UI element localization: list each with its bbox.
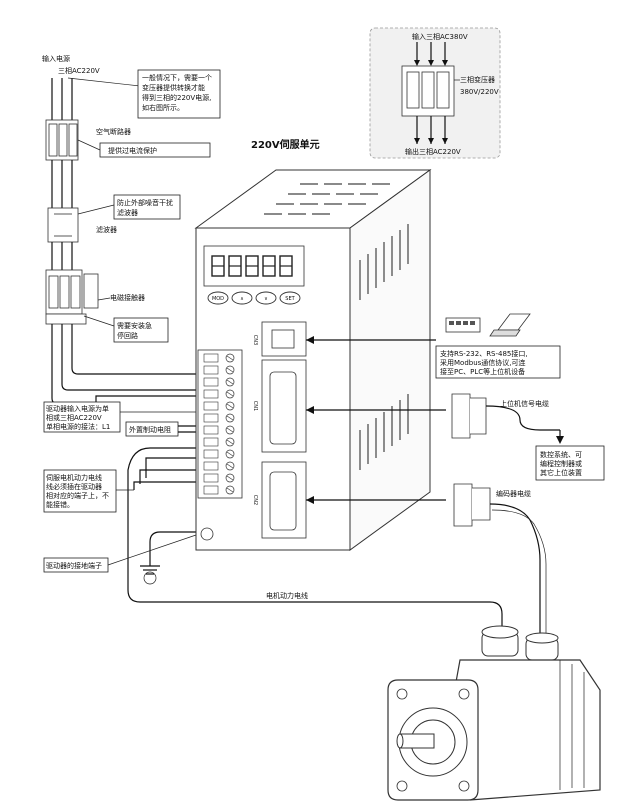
controller-3: 其它上位装置 [540, 468, 582, 477]
host-signal-section: 上位机信号电缆 数控系统、可 编程控制器或 其它上位装置 [306, 393, 605, 481]
transformer-note-box [137, 69, 221, 119]
controller-1: 数控系统、可 [540, 450, 582, 459]
display-digit [262, 255, 276, 277]
transformer-note-2: 变压器提供转换才能 [142, 83, 205, 92]
breaker-label: 空气断路器 [96, 127, 131, 136]
terminal-screw [203, 413, 235, 423]
noise-filter: 防止外部噪音干扰 滤波器 滤波器 [47, 194, 181, 243]
terminal-screw [203, 353, 235, 363]
noise-filter-note-1: 防止外部噪音干扰 [117, 198, 173, 207]
display-digit [211, 255, 225, 277]
motor-power-cable-label: 电机动力电线 [266, 591, 308, 600]
transformer-label-1: 三相变压器 [460, 75, 495, 84]
encoder-connector-icon [453, 483, 473, 527]
encoder-section: 编码器电缆 [306, 483, 547, 636]
driver-input-2: 相或三相AC220V [46, 413, 102, 422]
terminal-screw [203, 449, 235, 459]
power-input-section: 输入电源 三相AC220V 一般情况下，需要一个 变压器提供转换才能 得到三相的… [42, 54, 221, 120]
display-digit [279, 255, 293, 277]
terminal-screw [203, 485, 235, 495]
display-digit [245, 255, 259, 277]
magnetic-contactor: 电磁接触器 需要安装急 停回路 [45, 269, 169, 343]
overcurrent-label: 提供过电流保护 [108, 146, 157, 155]
panel-button-label: SET [285, 296, 295, 302]
terminal-screw [203, 377, 235, 387]
terminal-screw [203, 401, 235, 411]
power-input-line2: 三相AC220V [58, 66, 100, 75]
motor-power-note-2: 线必须插在驱动器 [46, 482, 102, 491]
ext-resistor-label: 外置制动电阻 [129, 425, 171, 434]
transformer-note-1: 一般情况下，需要一个 [142, 73, 212, 82]
ground-label: 驱动器的接地端子 [46, 561, 102, 570]
host-comm-section: 支持RS-232、RS-485接口, 采用Modbus通信协议,可连 接至PC、… [306, 313, 561, 379]
motor-power-note-1: 伺服电机动力电线 [46, 473, 102, 482]
contactor-label: 电磁接触器 [110, 293, 145, 302]
transformer-label-2: 380V/220V [460, 88, 499, 96]
air-breaker: 空气断路器 提供过电流保护 [45, 119, 211, 161]
terminal-screw [203, 365, 235, 375]
servo-motor [387, 625, 601, 801]
power-input-line1: 输入电源 [42, 54, 70, 63]
ground-section: 驱动器的接地端子 [43, 531, 200, 585]
terminal-screw [203, 425, 235, 435]
port-label: CN2 [252, 495, 258, 505]
transformer-output-label: 输出三相AC220V [405, 147, 461, 156]
controller-2: 编程控制器或 [540, 459, 582, 468]
panel-button[interactable]: SET [279, 291, 301, 305]
diagram-title: 220V伺服单元 [251, 138, 320, 151]
noise-filter-note-2: 滤波器 [117, 208, 138, 217]
panel-button[interactable]: MOD [207, 291, 229, 305]
transformer-note-4: 如右图所示。 [142, 103, 184, 112]
encoder-cable-label: 编码器电缆 [496, 489, 531, 498]
terminal-screw [203, 461, 235, 471]
panel-buttons: MOD ∧ ∨ SET [207, 291, 301, 305]
terminal-screw [203, 473, 235, 483]
transformer-note-3: 得到三相的220V电源, [142, 93, 211, 102]
host-comm-3: 接至PC、PLC等上位机设备 [440, 367, 525, 376]
port-label: CN3 [252, 335, 258, 345]
motor-power-note-4: 能接错。 [46, 500, 74, 509]
external-resistor: 外置制动电阻 [125, 421, 196, 437]
terminal-screw [203, 437, 235, 447]
transformer-input-label: 输入三相AC380V [412, 32, 468, 41]
display-digits [211, 255, 293, 277]
panel-button-label: ∨ [264, 296, 268, 302]
contactor-note-1: 需要安装急 [117, 321, 152, 330]
motor-power-note-3: 相对应的端子上，不 [46, 491, 109, 500]
motor-power-note: 伺服电机动力电线 线必须插在驱动器 相对应的端子上，不 能接错。 [43, 469, 134, 513]
port-label: CN1 [252, 401, 258, 411]
panel-button-label: ∧ [240, 296, 244, 302]
laptop-icon [497, 313, 531, 331]
driver-input-3: 单相电源的接法：L1 [46, 422, 110, 431]
driver-input-note: 驱动器输入电源为单 相或三相AC220V 单相电源的接法：L1 [43, 401, 196, 433]
terminal-screw [203, 389, 235, 399]
panel-button[interactable]: ∧ [231, 291, 253, 305]
contactor-note-2: 停回路 [117, 331, 138, 340]
transformer-inset: 输入三相AC380V 三相变压器 380V/220V 输出三相AC220V [369, 27, 501, 159]
ground-screw [200, 527, 214, 541]
dsub-connector-icon [451, 393, 471, 439]
host-comm-1: 支持RS-232、RS-485接口, [440, 349, 528, 358]
filter-label: 滤波器 [96, 225, 117, 234]
terminal-block [197, 349, 243, 499]
driver-input-1: 驱动器输入电源为单 [46, 404, 109, 413]
panel-button-label: MOD [212, 296, 224, 302]
host-signal-cable-label: 上位机信号电缆 [500, 399, 549, 408]
panel-button[interactable]: ∨ [255, 291, 277, 305]
display-digit [228, 255, 242, 277]
host-comm-2: 采用Modbus通信协议,可连 [440, 358, 526, 367]
